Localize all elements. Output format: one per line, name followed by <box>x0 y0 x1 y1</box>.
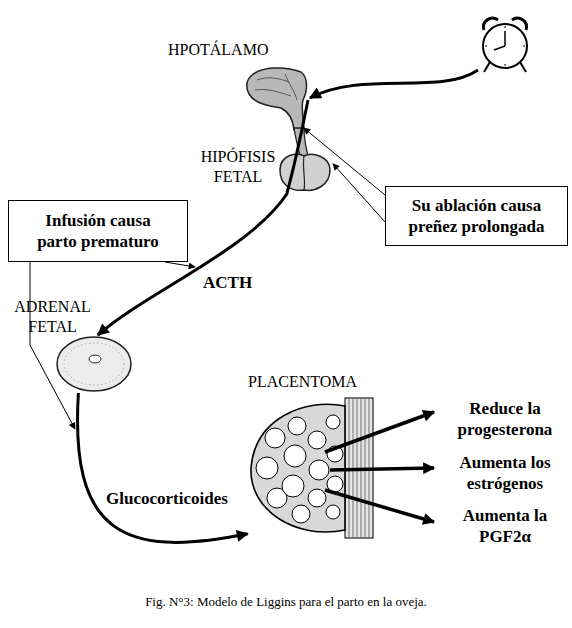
placentome-shape <box>353 398 354 538</box>
placentome-shape <box>265 428 285 448</box>
placentome-shape <box>357 398 358 538</box>
signal-path-line <box>287 100 308 193</box>
placentome-shape <box>308 431 326 449</box>
adrenal-shape <box>57 337 131 391</box>
placentome-shape <box>292 505 310 523</box>
clock-tick <box>505 26 506 28</box>
placentome-shape <box>326 505 340 519</box>
hypothalamus-shape: HPOTÁLAMO <box>245 66 307 130</box>
leader-line <box>30 262 75 429</box>
clock-tick <box>485 46 487 47</box>
placentome-shape <box>365 398 366 538</box>
pituitary-shape <box>303 156 304 190</box>
placentome-shape <box>251 404 345 532</box>
placentome-shape <box>345 398 373 538</box>
part-name: ADRENAL FETAL <box>5 297 100 337</box>
placentome-shape <box>282 475 304 497</box>
clock-tick <box>505 64 506 66</box>
adrenal-shape <box>89 355 101 363</box>
part-name: HPOTÁLAMO <box>168 40 318 60</box>
effect-arrow <box>330 468 434 470</box>
hypothalamus-shape <box>245 66 307 130</box>
signal-arrow <box>98 193 288 335</box>
callout-text: Su ablación causa preñez prolongada <box>400 195 553 237</box>
placentome-shape <box>326 415 340 429</box>
hypothalamus-shape <box>247 68 307 130</box>
placentome-shape <box>308 489 326 507</box>
clock-signal-arrow <box>310 70 478 98</box>
figure-caption: Fig. N°3: Modelo de Liggins para el part… <box>0 594 572 610</box>
clock-leg <box>520 62 526 72</box>
clock-leg <box>484 62 490 72</box>
adrenal-shape: ADRENAL FETAL <box>55 335 133 393</box>
callout-box: Su ablación causa preñez prolongada <box>385 186 568 246</box>
pituitary-shape <box>280 154 330 190</box>
callout-text: Infusión causa parto prematuro <box>27 210 169 252</box>
clock-face <box>483 24 527 68</box>
alarm-clock <box>483 18 527 72</box>
callout-box: Infusión causa parto prematuro <box>8 200 188 262</box>
placentome-shape <box>245 398 375 538</box>
leader-line <box>165 262 195 267</box>
adrenal-shape <box>55 335 133 393</box>
clock-hand <box>494 46 505 50</box>
placentome-shape <box>361 398 362 538</box>
pituitary-shape <box>294 128 308 156</box>
pituitary-shape: HIPÓFISIS FETAL <box>268 128 333 193</box>
placentome-shape <box>309 460 329 480</box>
effect-label: Reduce la progesterona <box>444 398 566 440</box>
effect-label: Aumenta la PGF2α <box>444 505 566 547</box>
placentome-shape <box>256 457 278 479</box>
placentome-shape <box>327 476 343 492</box>
clock-hand <box>504 31 506 46</box>
placentome-shape: PLACENTOMA <box>245 398 375 538</box>
placentome-shape <box>288 417 306 435</box>
placentome-shape <box>349 398 350 538</box>
effect-arrow <box>325 412 434 452</box>
leader-arrow <box>333 164 385 222</box>
leader-arrow <box>304 128 385 195</box>
clock-tick <box>523 46 525 47</box>
placentome-shape <box>369 398 370 538</box>
edge-label: ACTH <box>203 272 283 293</box>
adrenal-shape <box>64 343 124 385</box>
hypothalamus-shape <box>255 74 297 100</box>
part-name: HIPÓFISIS FETAL <box>188 147 288 187</box>
part-name: PLACENTOMA <box>248 372 388 392</box>
effect-label: Aumenta los estrógenos <box>444 452 566 494</box>
placentome-shape <box>327 446 343 462</box>
placentome-shape <box>284 445 306 467</box>
effect-arrow <box>325 490 434 522</box>
pituitary-shape <box>268 128 333 193</box>
edge-label: Glucocorticoides <box>106 488 256 509</box>
signal-arrow <box>78 393 248 542</box>
